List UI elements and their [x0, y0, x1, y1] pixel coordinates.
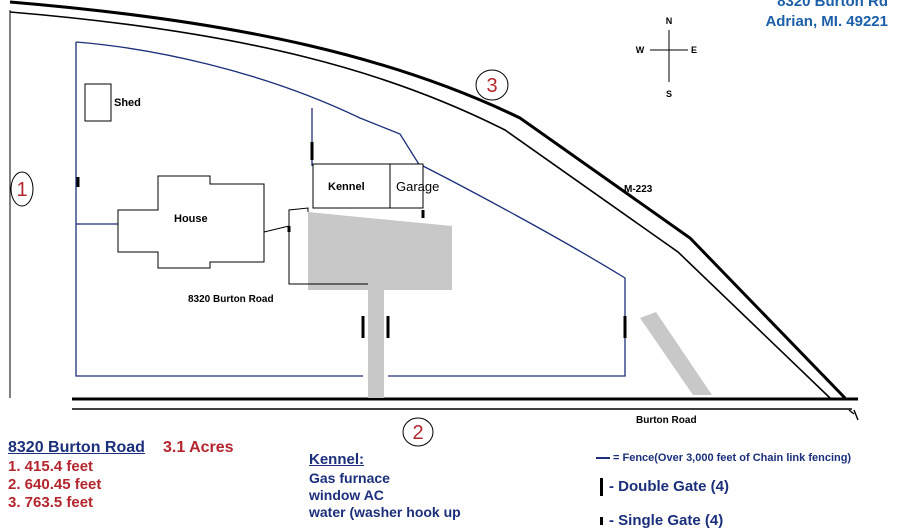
kennel-label: Kennel [328, 181, 365, 193]
side-marker-3: 3 [475, 69, 509, 101]
compass-east: E [691, 45, 697, 55]
shed-building [84, 83, 112, 122]
garage-label: Garage [396, 179, 439, 194]
house-building [117, 175, 265, 269]
side-length-2: 2. 640.45 feet [8, 476, 102, 493]
kennel-feature: window AC [309, 487, 384, 503]
fence-legend-text: = Fence(Over 3,000 feet of Chain link fe… [613, 452, 852, 464]
burton-road [72, 397, 859, 421]
shed-label: Shed [114, 97, 141, 109]
highway-label: M-223 [624, 184, 653, 195]
single-gate-text: - Single Gate (4) [609, 512, 724, 529]
fence-line-icon [596, 457, 610, 460]
address-map-label: 8320 Burton Road [188, 294, 274, 305]
house-walkway [263, 225, 290, 233]
side-marker-2: 2 [402, 417, 434, 447]
double-gate-text: - Double Gate (4) [609, 478, 730, 495]
single-gate-icon [600, 517, 603, 526]
fence-legend: = Fence(Over 3,000 feet of Chain link fe… [596, 452, 851, 464]
side-length-3: 3. 763.5 feet [8, 494, 94, 511]
side-lengths-list: 1. 415.4 feet 2. 640.45 feet 3. 763.5 fe… [8, 458, 101, 512]
compass-rose: N S E W [636, 16, 697, 99]
legend-acres: 3.1 Acres [163, 439, 234, 456]
double-gate-icon [600, 478, 603, 497]
address-line-1: 8320 Burton Rd [777, 0, 888, 10]
address-block: 8320 Burton Rd Adrian, MI. 49221 [765, 0, 888, 32]
chain-link-fence [75, 41, 626, 377]
svg-text:1: 1 [16, 179, 27, 201]
kennel-feature: Gas furnace [309, 470, 390, 486]
compass-west: W [636, 45, 645, 55]
single-gate-legend: - Single Gate (4) [600, 512, 723, 529]
driveway-outline [288, 207, 368, 285]
house-label: House [174, 213, 208, 225]
legend-title: 8320 Burton Road [8, 439, 145, 456]
kennel-features-list: Gas furnace window AC water (washer hook… [309, 470, 461, 521]
road-label: Burton Road [636, 415, 697, 426]
garage-building [389, 163, 424, 209]
compass-north: N [666, 16, 673, 26]
address-line-2: Adrian, MI. 49221 [765, 13, 888, 30]
kennel-feature: water (washer hook up [309, 504, 461, 520]
main-driveway [308, 212, 452, 398]
double-gate-legend: - Double Gate (4) [600, 478, 730, 497]
driveways [308, 212, 712, 398]
second-driveway [640, 312, 712, 395]
side-marker-1: 1 [10, 171, 34, 207]
kennel-heading: Kennel: [309, 451, 365, 468]
svg-text:3: 3 [486, 75, 497, 97]
kennel-building [312, 163, 391, 209]
svg-text:2: 2 [412, 422, 423, 444]
side-length-1: 1. 415.4 feet [8, 458, 94, 475]
m-223-highway [9, 0, 847, 400]
compass-south: S [666, 89, 672, 99]
